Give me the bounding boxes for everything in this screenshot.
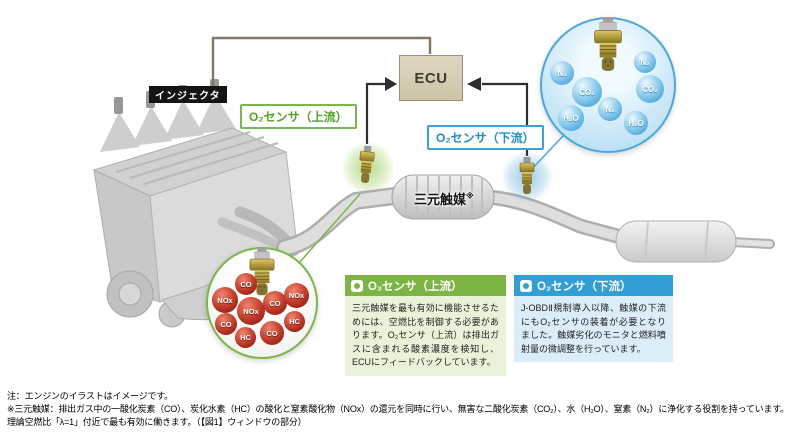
upstream-o2-sensor-icon <box>341 141 395 195</box>
upstream-info-title: O₂センサ（上流） <box>368 280 463 293</box>
o2-sensor-closeup-icon <box>594 17 622 71</box>
clean-gas-molecule: H₂O <box>558 105 584 131</box>
clean-gas-molecule: N₂ <box>634 51 656 73</box>
clean-gas-molecule: CO₂ <box>572 77 602 107</box>
ecu-box: ECU <box>399 55 463 101</box>
muffler <box>615 220 737 263</box>
catalytic-converter <box>391 174 495 220</box>
injector-label: インジェクタ <box>149 86 227 103</box>
footnote-3: 理論空燃比「λ=1」付近で最も有効に働きます。（【図1】ウィンドウの部分） <box>7 417 307 428</box>
clean-gas-molecule: CO₂ <box>636 75 664 103</box>
pollutant-molecule: NOx <box>284 283 309 308</box>
sensor-bullet-icon <box>351 279 363 292</box>
downstream-sensor-tag: O₂センサ（下流） <box>427 125 544 150</box>
pollutant-molecule: CO <box>263 291 287 315</box>
pollutant-molecule: NOx <box>212 287 238 313</box>
clean-gas-molecule: N₂ <box>550 61 574 85</box>
blue-dot-icon <box>523 282 529 289</box>
upstream-sensor-tag: O₂センサ（上流） <box>240 104 357 129</box>
downstream-inset-circle: N₂ CO₂ N₂ CO₂ H₂O N₂ H₂O <box>540 17 676 153</box>
pollutant-molecule: NOx <box>237 297 265 325</box>
ecu-to-injector-arrow <box>206 36 432 102</box>
pollutant-molecule: CO <box>215 313 237 335</box>
green-dot-icon <box>354 282 360 289</box>
catalyst-ref-mark: ※ <box>466 191 474 201</box>
pollutant-molecule: HC <box>284 311 305 332</box>
catalyst-label: 三元触媒※ <box>414 189 474 208</box>
downstream-info-box: O₂センサ（下流） J-OBDⅡ規制導入以降、触媒の下流にもO₂センサの装着が必… <box>514 275 673 362</box>
upstream-inset-circle: CO NOx CO NOx CO NOx HC CO HC <box>206 247 318 359</box>
downstream-info-title: O₂センサ（下流） <box>537 280 632 293</box>
catalyst-label-text: 三元触媒 <box>414 192 467 207</box>
footnote-2: ※三元触媒：排出ガス中の一酸化炭素（CO）、炭化水素（HC）の酸化と窒素酸化物（… <box>7 404 789 415</box>
footnotes: 注：エンジンのイラストはイメージです。 ※三元触媒：排出ガス中の一酸化炭素（CO… <box>7 390 797 429</box>
pollutant-molecule: CO <box>260 321 284 345</box>
o2-sensor-closeup-icon <box>249 247 275 296</box>
downstream-info-header: O₂センサ（下流） <box>514 275 673 296</box>
upstream-inset-leader <box>298 193 361 264</box>
pollutant-molecule: HC <box>235 327 256 348</box>
exhaust-pipe <box>276 186 775 257</box>
upstream-info-box: O₂センサ（上流） 三元触媒を最も有効に機能させるためには、空燃比を制御する必要… <box>345 275 506 376</box>
downstream-info-body: J-OBDⅡ規制導入以降、触媒の下流にもO₂センサの装着が必要となりました。触媒… <box>514 296 673 362</box>
footnote-1: 注：エンジンのイラストはイメージです。 <box>7 391 173 401</box>
downstream-o2-sensor-icon <box>501 151 553 203</box>
upstream-info-header: O₂センサ（上流） <box>345 275 506 296</box>
pollutant-molecule: CO <box>235 273 257 295</box>
injector-spray-icon <box>100 94 236 152</box>
upstream-info-body: 三元触媒を最も有効に機能させるためには、空燃比を制御する必要があります。O₂セン… <box>345 296 506 376</box>
clean-gas-molecule: H₂O <box>624 111 648 135</box>
clean-gas-molecule: N₂ <box>598 97 622 121</box>
sensor-bullet-icon <box>520 279 532 292</box>
